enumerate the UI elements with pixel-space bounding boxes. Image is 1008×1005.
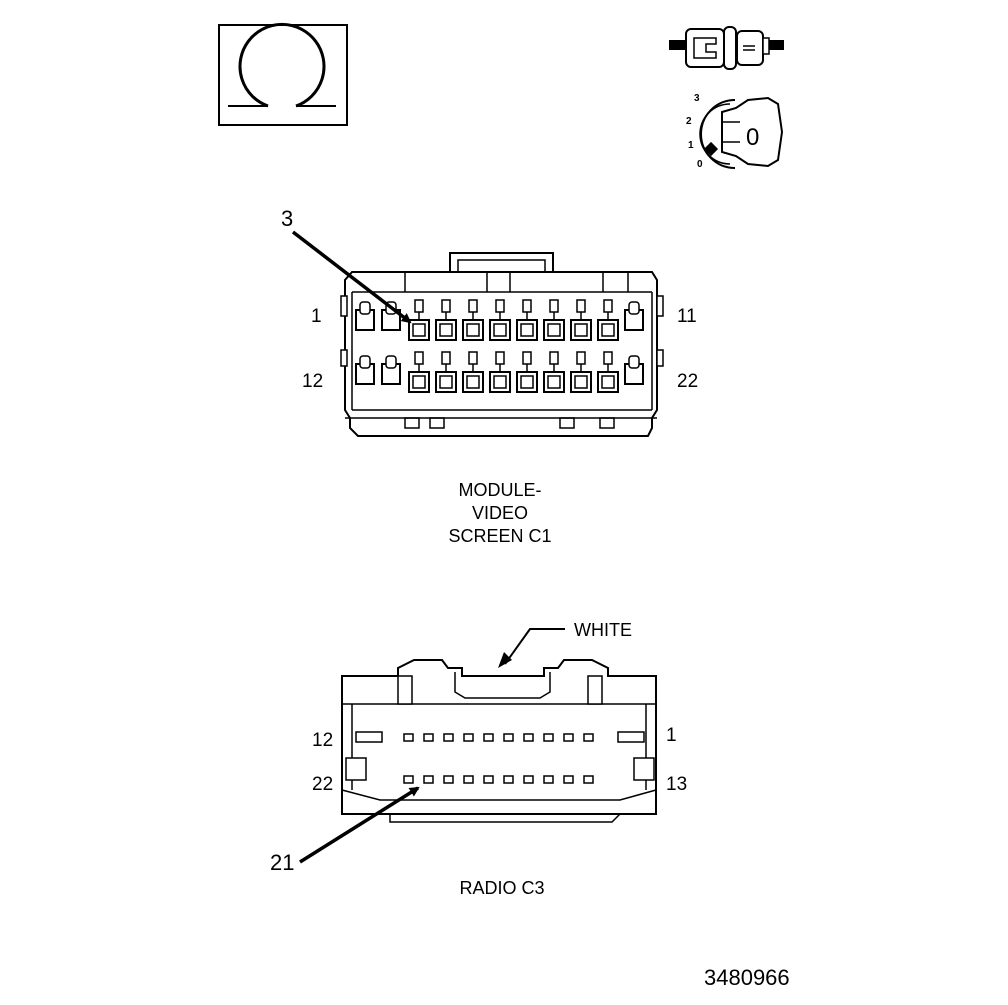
key-position-3: 3 bbox=[694, 93, 700, 104]
c3-pin-label-1: 1 bbox=[666, 725, 677, 746]
c3-color-leader-arrowhead bbox=[498, 652, 512, 668]
c1-pointer-label: 3 bbox=[281, 206, 293, 231]
c1-cavity bbox=[408, 299, 430, 341]
c1-cavity bbox=[597, 299, 619, 341]
c3-caption: RADIO C3 bbox=[459, 878, 544, 898]
c1-cavity bbox=[543, 351, 565, 393]
c3-cavity bbox=[403, 775, 414, 784]
c1-cavity bbox=[489, 299, 511, 341]
c3-cavity bbox=[563, 733, 574, 742]
c1-pin-label-11: 11 bbox=[677, 306, 697, 327]
c3-cavity bbox=[483, 733, 494, 742]
switch-off-icon bbox=[669, 26, 784, 70]
c1-cavity bbox=[543, 299, 565, 341]
c3-cavity bbox=[503, 775, 514, 784]
c3-pin-label-13: 13 bbox=[666, 774, 687, 795]
c3-cavity bbox=[583, 733, 594, 742]
c3-cavity bbox=[443, 775, 454, 784]
c3-pointer-label: 21 bbox=[270, 850, 294, 875]
c3-color-leader-line bbox=[504, 628, 565, 665]
c1-cavity bbox=[570, 351, 592, 393]
c1-cavity bbox=[435, 299, 457, 341]
c3-color-label: WHITE bbox=[574, 620, 632, 640]
c3-cavity bbox=[483, 775, 494, 784]
c3-cavity bbox=[423, 775, 434, 784]
connector-c3-cavities bbox=[403, 733, 594, 784]
c3-cavity bbox=[543, 775, 554, 784]
c3-cavity bbox=[443, 733, 454, 742]
c1-cavity bbox=[489, 351, 511, 393]
connector-c1 bbox=[340, 252, 664, 437]
c1-latch-cavity bbox=[624, 355, 644, 385]
c3-cavity bbox=[503, 733, 514, 742]
connector-c3 bbox=[341, 659, 657, 823]
c1-pointer-arrow bbox=[291, 230, 412, 324]
c1-pin-label-22: 22 bbox=[677, 371, 698, 392]
c1-pin-label-1: 1 bbox=[311, 306, 322, 327]
c3-cavity bbox=[543, 733, 554, 742]
c1-cavity bbox=[516, 299, 538, 341]
c3-cavity bbox=[403, 733, 414, 742]
c1-cavity bbox=[597, 351, 619, 393]
c1-cavity bbox=[462, 299, 484, 341]
connector-c1-cavities bbox=[355, 299, 644, 393]
figure-id: 3480966 bbox=[704, 965, 790, 990]
c3-pin-label-22: 22 bbox=[312, 774, 333, 795]
c1-caption-line-3: SCREEN C1 bbox=[448, 526, 551, 546]
c3-cavity bbox=[583, 775, 594, 784]
c1-cavity bbox=[516, 351, 538, 393]
c1-caption-line-2: VIDEO bbox=[472, 503, 528, 523]
key-position-1: 1 bbox=[688, 140, 694, 151]
c1-caption-line-1: MODULE- bbox=[458, 480, 541, 500]
c1-cavity bbox=[435, 351, 457, 393]
ohm-meter-symbol-icon bbox=[218, 22, 348, 126]
c1-cavity bbox=[408, 351, 430, 393]
c3-cavity bbox=[423, 733, 434, 742]
c3-cavity bbox=[463, 733, 474, 742]
c1-latch-cavity bbox=[381, 355, 401, 385]
c3-cavity bbox=[523, 733, 534, 742]
c3-pin-label-12: 12 bbox=[312, 730, 333, 751]
c1-latch-cavity bbox=[624, 301, 644, 331]
c1-latch-cavity bbox=[355, 301, 375, 331]
key-off-label: 0 bbox=[746, 124, 759, 151]
ignition-key-icon: 3 2 1 0 0 bbox=[686, 93, 784, 170]
key-position-2: 2 bbox=[686, 116, 692, 127]
c3-cavity bbox=[563, 775, 574, 784]
c1-latch-cavity bbox=[355, 355, 375, 385]
c3-cavity bbox=[463, 775, 474, 784]
c3-cavity bbox=[523, 775, 534, 784]
c1-cavity bbox=[462, 351, 484, 393]
c3-pointer-arrow bbox=[299, 786, 420, 864]
key-position-0: 0 bbox=[697, 159, 703, 170]
c1-cavity bbox=[570, 299, 592, 341]
c1-pin-label-12: 12 bbox=[302, 371, 323, 392]
